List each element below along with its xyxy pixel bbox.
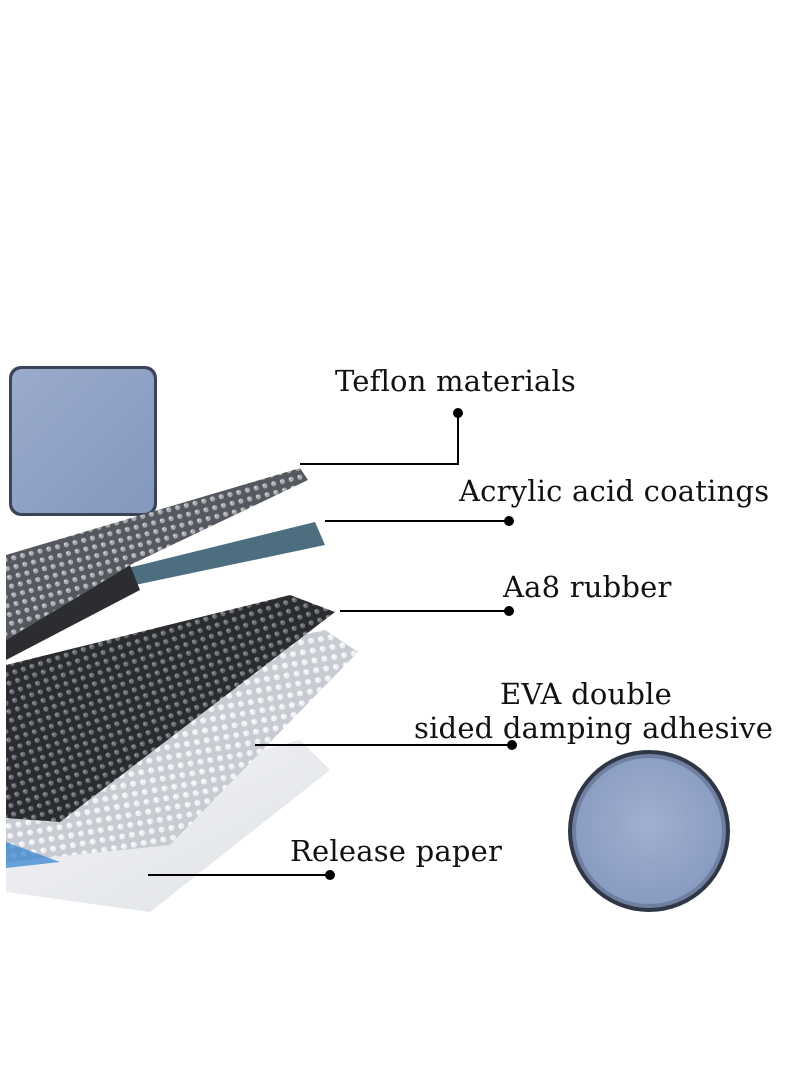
layer-stack-image <box>6 468 358 912</box>
label-eva-adhesive: EVA double sided damping adhesive <box>414 677 774 745</box>
leader-dots <box>325 408 517 880</box>
label-acrylic-acid-coatings: Acrylic acid coatings <box>459 474 770 508</box>
acrylic-coating-layer <box>120 522 325 585</box>
label-teflon-materials: Teflon materials <box>335 364 577 398</box>
label-eva-line2: sided damping adhesive <box>414 711 774 745</box>
round-pad-image <box>568 750 730 912</box>
label-eva-line1: EVA double <box>500 677 673 711</box>
teflon-top-layer <box>6 468 308 640</box>
rubber-layer <box>6 595 335 822</box>
label-release-paper: Release paper <box>290 834 503 868</box>
teflon-leader <box>300 414 459 465</box>
leader-lines <box>148 414 512 876</box>
label-aa8-rubber: Aa8 rubber <box>503 570 672 604</box>
square-pad-image <box>9 366 157 516</box>
